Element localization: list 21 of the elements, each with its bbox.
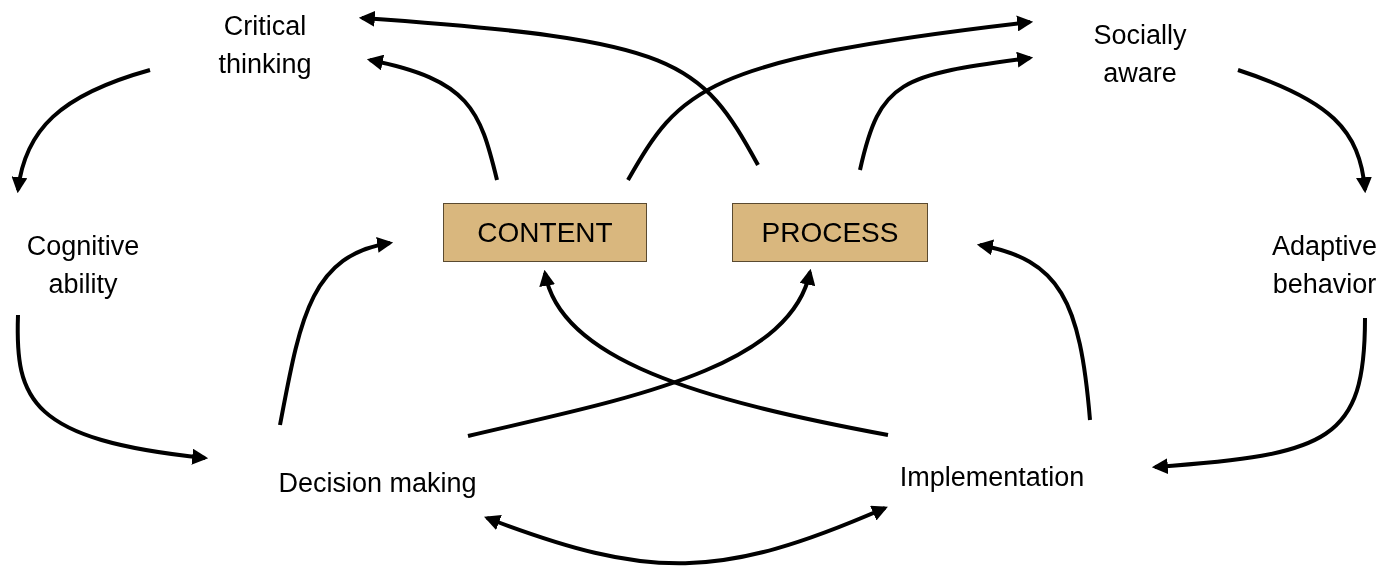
curved-arrow: [976, 240, 1092, 421]
concept-box: CONTENT: [443, 203, 647, 262]
curved-arrow: [467, 269, 814, 438]
curved-arrow: [12, 68, 151, 194]
curved-arrow: [366, 55, 499, 181]
concept-label: Adaptive behavior: [1256, 225, 1393, 305]
curved-arrow: [484, 505, 888, 566]
concept-box: PROCESS: [732, 203, 928, 262]
curved-arrow: [15, 314, 209, 465]
curved-arrow: [541, 269, 889, 437]
concept-label: Implementation: [872, 455, 1112, 499]
concept-label: Socially aware: [1075, 15, 1205, 93]
curved-arrow: [278, 237, 394, 426]
curved-arrow: [1151, 317, 1367, 474]
concept-label: Cognitive ability: [8, 225, 158, 305]
curved-arrow: [626, 15, 1034, 181]
curved-arrow: [358, 11, 760, 166]
concept-label: Decision making: [250, 462, 505, 504]
curved-arrow: [858, 51, 1034, 171]
concept-label: Critical thinking: [200, 5, 330, 85]
curved-arrow: [1237, 68, 1372, 194]
